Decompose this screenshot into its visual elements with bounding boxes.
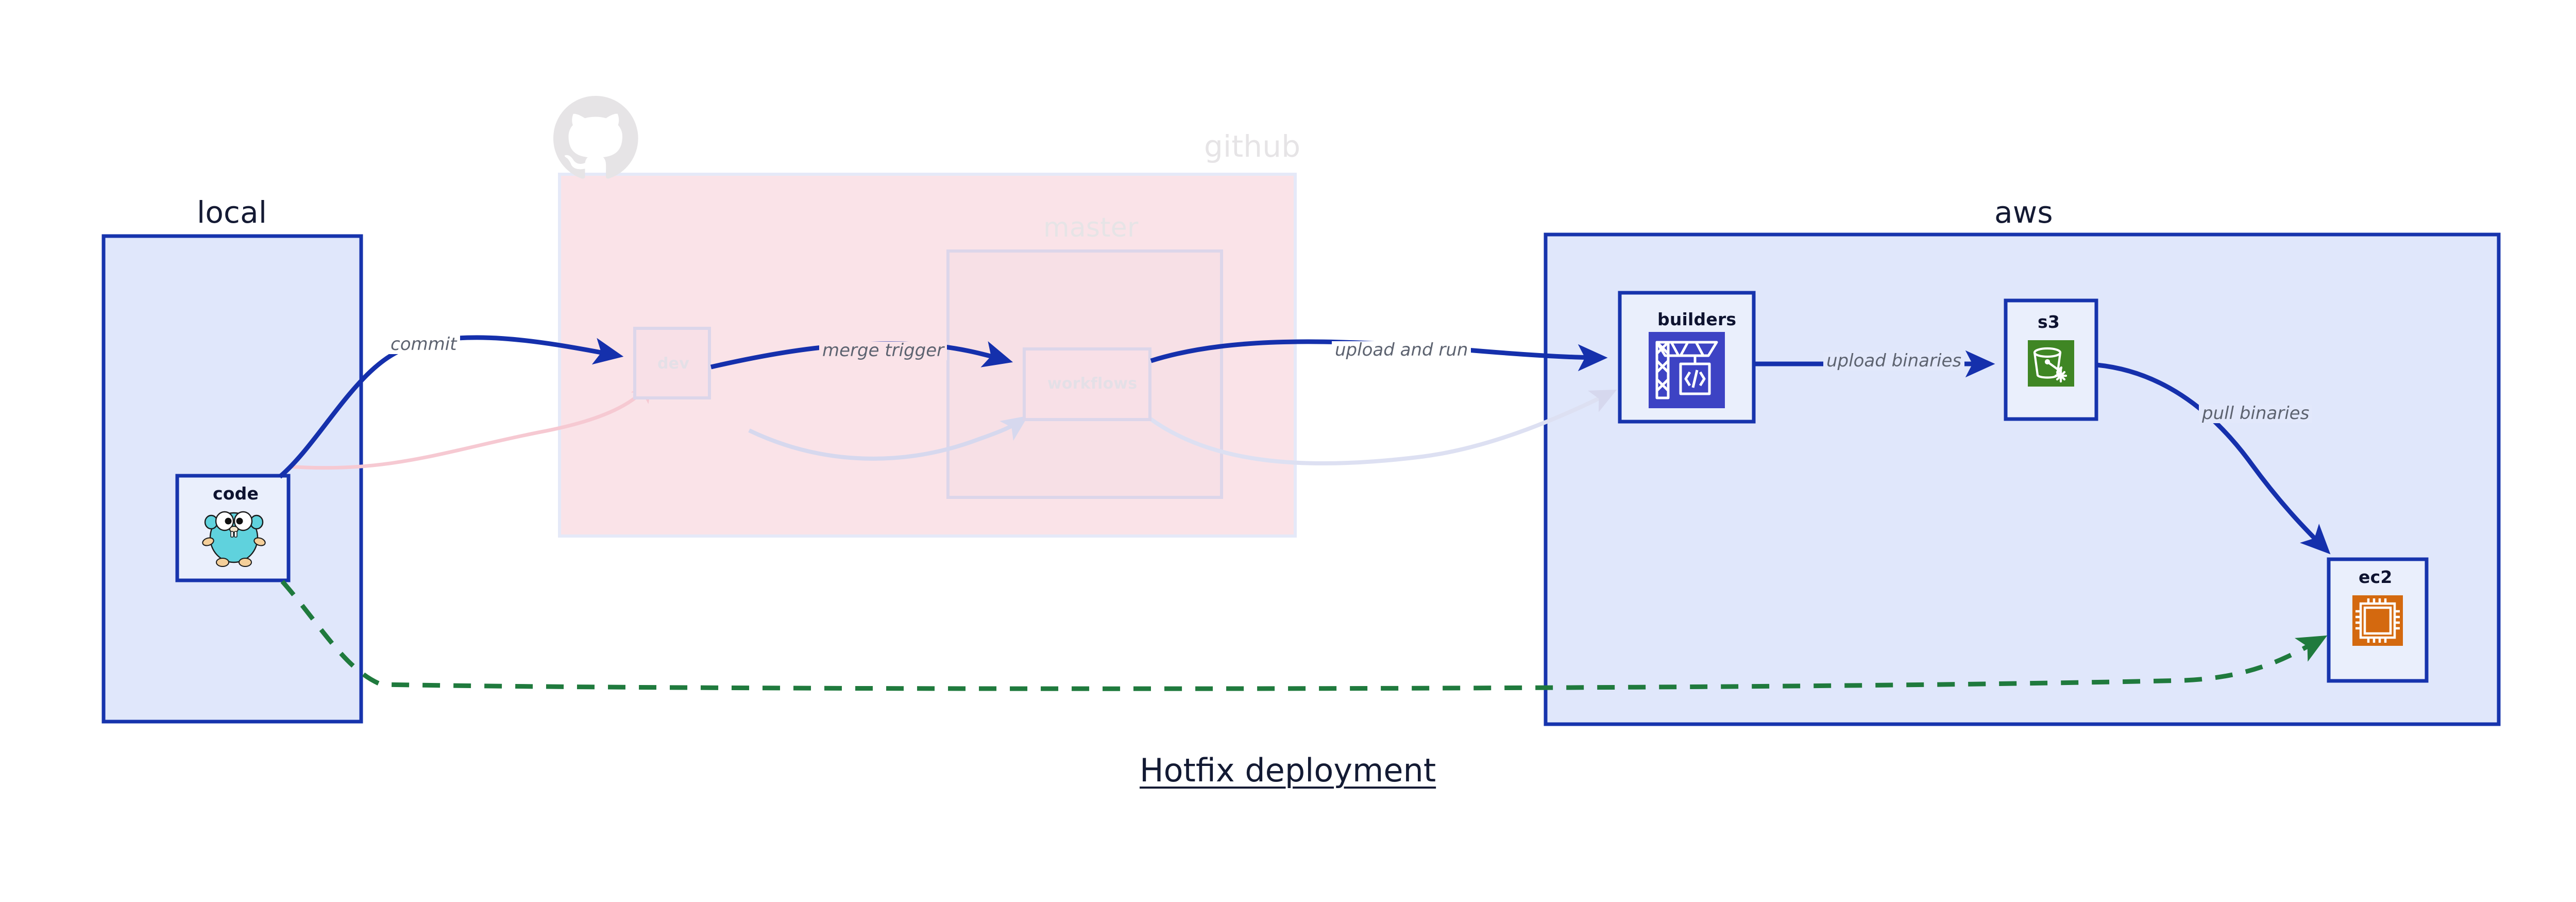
edge-hotfix-direct	[280, 580, 2328, 691]
diagram-title: Hotfix deployment	[1140, 751, 1436, 789]
aws-codebuild-icon	[1649, 332, 1725, 408]
group-label-aws: aws	[1994, 195, 2053, 230]
edge-label-pull-binaries: pull binaries	[2199, 404, 2313, 423]
edge-pull-binaries	[2096, 362, 2331, 555]
edge-label-upload-and-run: upload and run	[1332, 341, 1471, 360]
edge-return-b	[748, 415, 1028, 461]
node-label-dev: dev	[657, 355, 689, 373]
aws-s3-icon	[2028, 340, 2074, 387]
node-label-workflows: workflows	[1047, 375, 1138, 393]
edge-return-a	[288, 379, 653, 470]
node-label-s3: s3	[2038, 312, 2060, 332]
edge-label-merge-trigger: merge trigger	[819, 341, 947, 360]
node-label-code: code	[213, 483, 259, 504]
github-octocat-icon	[553, 96, 638, 179]
edge-label-upload-binaries: upload binaries	[1823, 352, 1965, 371]
group-label-local: local	[197, 195, 267, 230]
node-label-builders: builders	[1657, 309, 1737, 329]
node-box-workflows[interactable]	[1023, 347, 1151, 421]
node-label-ec2: ec2	[2359, 567, 2393, 587]
go-gopher-icon	[202, 511, 266, 567]
edge-label-commit: commit	[387, 335, 460, 354]
group-label-master: master	[1043, 212, 1139, 243]
edge-return-c	[1148, 389, 1617, 465]
group-label-github: github	[1204, 129, 1301, 164]
aws-ec2-icon	[2352, 595, 2403, 646]
node-box-dev[interactable]	[633, 327, 711, 399]
